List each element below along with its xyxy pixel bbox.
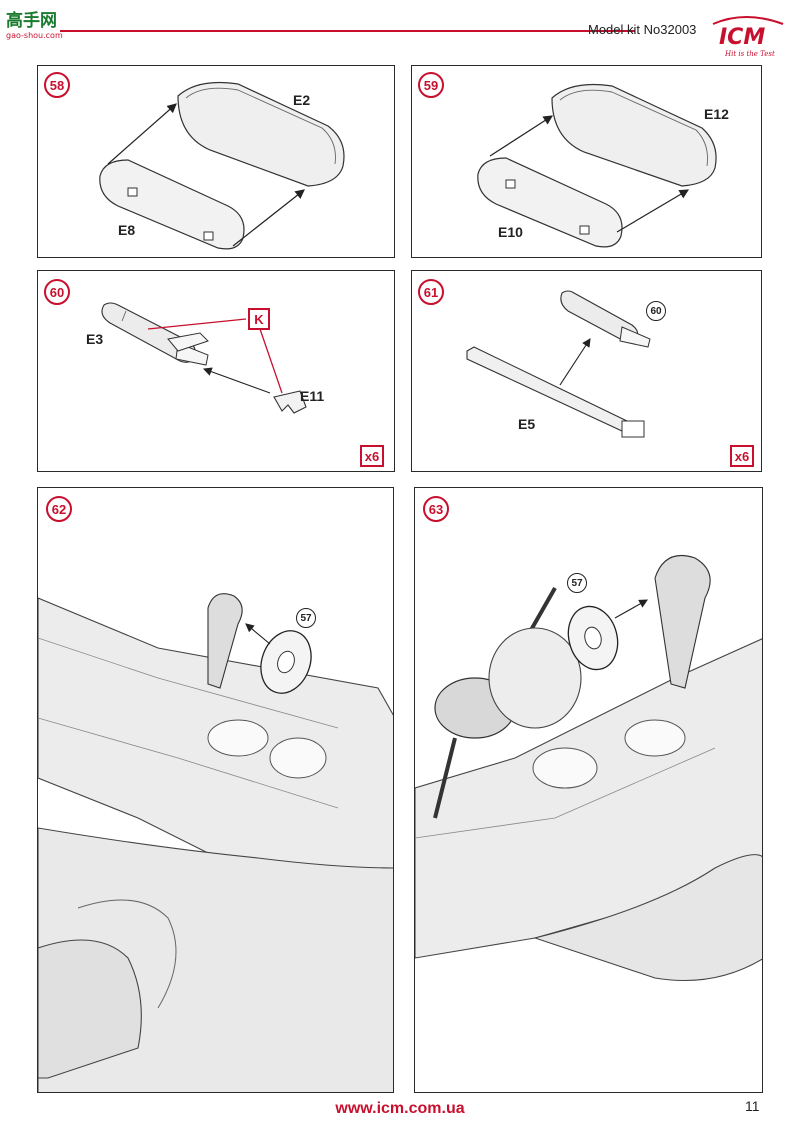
- step-number-badge: 60: [44, 279, 70, 305]
- landing-gear-leg: [654, 554, 711, 689]
- part-label-e12: E12: [704, 106, 729, 122]
- part-label-e10: E10: [498, 224, 523, 240]
- reference-step-badge: 60: [646, 301, 666, 321]
- step-62-panel: 62 57: [37, 487, 394, 1093]
- watermark-logo: 高手网 gao-shou.com: [4, 6, 74, 40]
- page-number: 11: [745, 1098, 760, 1114]
- fuselage: [533, 854, 762, 982]
- step-60-panel: 60 K E3 E11 x6: [37, 270, 395, 472]
- part-label-e5: E5: [518, 416, 536, 432]
- step-59-panel: 59 E12 E10: [411, 65, 762, 258]
- footer-url[interactable]: www.icm.com.ua: [335, 1100, 465, 1117]
- wing-surface: [415, 638, 762, 959]
- tail-plane: [38, 939, 142, 1079]
- part-label-e11: E11: [300, 388, 325, 404]
- part-e2: [177, 81, 345, 187]
- reference-step-badge: 57: [296, 608, 316, 628]
- marker-k-box: K: [248, 308, 270, 330]
- step-61-drawing: [466, 290, 651, 438]
- step-number-badge: 59: [418, 72, 444, 98]
- step-number-badge: 61: [418, 279, 444, 305]
- step-number-badge: 62: [46, 496, 72, 522]
- landing-gear-leg: [207, 593, 243, 689]
- step-58-drawing: [99, 81, 345, 250]
- logo-text: ICM: [719, 25, 765, 50]
- part-e11: [273, 390, 307, 414]
- multiplier-badge: x6: [730, 445, 754, 467]
- step-61-panel: 61 60 E5 x6: [411, 270, 762, 472]
- step-60-drawing: [101, 302, 307, 414]
- icm-logo: ICM Hit is the Test: [705, 12, 790, 60]
- step-62-drawing: [38, 593, 393, 1092]
- watermark-text: 高手网: [6, 10, 57, 31]
- part-e12: [551, 83, 717, 187]
- step-63-panel: 63 57: [414, 487, 763, 1093]
- step-58-panel: 58 E2 E8: [37, 65, 395, 258]
- part-label-e8: E8: [118, 222, 136, 238]
- step-63-drawing: [415, 554, 762, 982]
- watermark-subtext: gao-shou.com: [6, 31, 63, 40]
- model-kit-number: Model kit No32003: [588, 22, 697, 37]
- step-number-badge: 58: [44, 72, 70, 98]
- part-label-e3: E3: [86, 331, 104, 347]
- step-59-drawing: [477, 83, 717, 248]
- part-e5: [466, 346, 628, 432]
- multiplier-badge: x6: [360, 445, 384, 467]
- reference-step-badge: 57: [567, 573, 587, 593]
- logo-tagline: Hit is the Test: [724, 50, 775, 58]
- step-number-badge: 63: [423, 496, 449, 522]
- header-rule: [60, 30, 635, 32]
- part-label-e2: E2: [293, 92, 311, 108]
